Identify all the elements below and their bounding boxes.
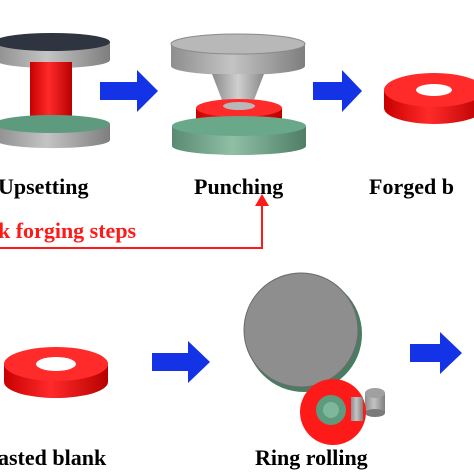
punching-station	[170, 33, 306, 155]
casted-blank-ring	[4, 347, 108, 398]
upsetting-label: Upsetting	[0, 174, 89, 199]
rolling-ring-workpiece	[300, 379, 366, 445]
casted-blank-label: asted blank	[0, 445, 107, 470]
punching-bottom-die	[172, 116, 306, 155]
forging-steps-connector	[0, 194, 269, 249]
main-roll	[243, 272, 362, 392]
upsetting-top-die	[0, 33, 110, 69]
punching-label: Punching	[194, 174, 284, 199]
mandrel-roll	[365, 388, 385, 417]
forged-blank-label: Forged b	[369, 174, 454, 199]
ring-rolling-station	[243, 272, 385, 445]
upsetting-station	[0, 33, 110, 149]
arrow-right-icon	[313, 70, 362, 112]
arrow-right-icon	[410, 332, 462, 374]
upsetting-bottom-die	[0, 115, 110, 149]
arrow-right-icon	[152, 341, 210, 383]
punch-tool	[212, 74, 264, 100]
forging-steps-label: k forging steps	[0, 218, 137, 243]
upsetting-billet	[30, 62, 72, 126]
arrow-right-icon	[100, 70, 158, 112]
punching-top-die	[170, 33, 306, 75]
forged-blank-ring	[384, 73, 474, 124]
ring-rolling-label: Ring rolling	[255, 445, 368, 470]
